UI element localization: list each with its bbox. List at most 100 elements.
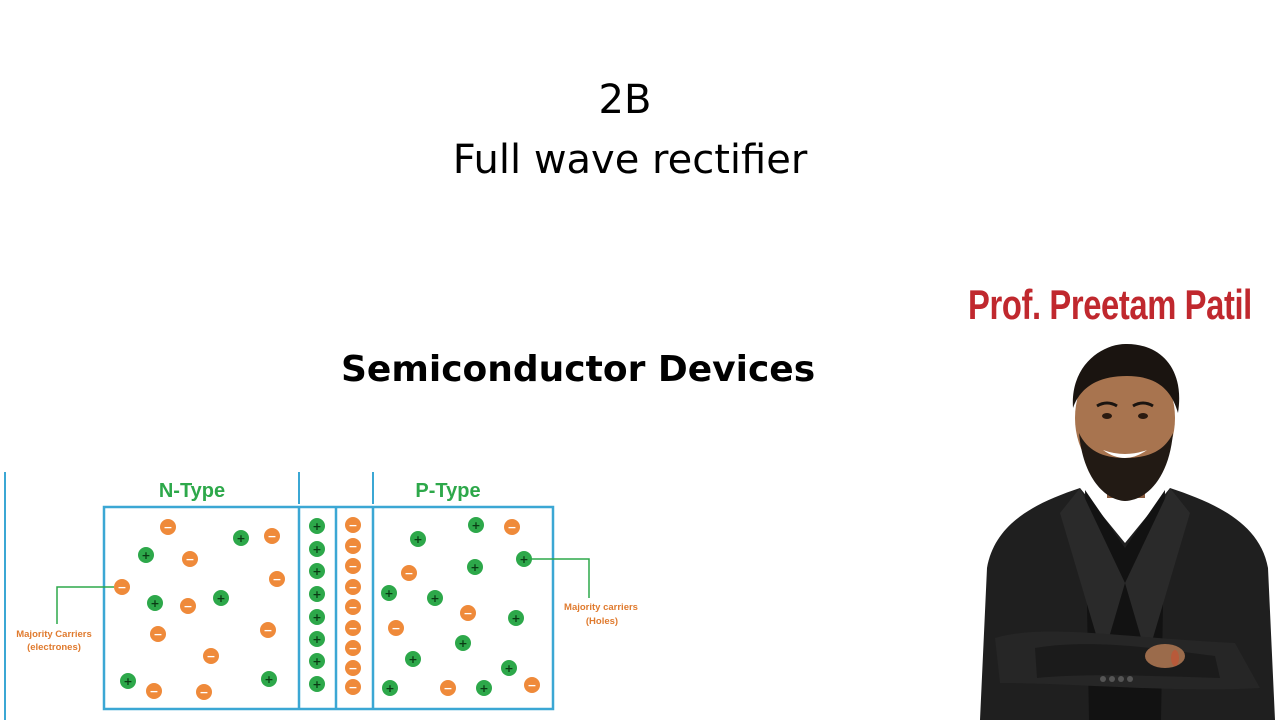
minus-sign: − bbox=[267, 530, 276, 543]
eye-left bbox=[1102, 413, 1112, 419]
eye-right bbox=[1138, 413, 1148, 419]
hole-carrier: + bbox=[309, 609, 325, 625]
plus-sign: + bbox=[470, 561, 479, 574]
sleeve-button bbox=[1118, 676, 1124, 682]
plus-sign: + bbox=[519, 553, 528, 566]
plus-sign: + bbox=[430, 592, 439, 605]
minus-sign: − bbox=[507, 521, 516, 534]
hole-carrier: + bbox=[309, 563, 325, 579]
electron-carrier: − bbox=[182, 551, 198, 567]
minus-sign: − bbox=[348, 519, 357, 532]
electron-carrier: − bbox=[146, 683, 162, 699]
hole-carrier: + bbox=[120, 673, 136, 689]
minus-sign: − bbox=[149, 685, 158, 698]
minus-sign: − bbox=[348, 622, 357, 635]
electron-carrier: − bbox=[345, 579, 361, 595]
lapel-right bbox=[1125, 488, 1190, 658]
plus-sign: + bbox=[458, 637, 467, 650]
hole-carrier: + bbox=[405, 651, 421, 667]
electron-carrier: − bbox=[345, 620, 361, 636]
lecture-title: Full wave rectifier bbox=[452, 137, 808, 183]
semiconductor-box bbox=[102, 505, 555, 711]
subject-heading: Semiconductor Devices bbox=[341, 349, 816, 390]
minus-sign: − bbox=[185, 553, 194, 566]
hole-carrier: + bbox=[476, 680, 492, 696]
plus-sign: + bbox=[413, 533, 422, 546]
hole-carrier: + bbox=[516, 551, 532, 567]
hole-carrier: + bbox=[138, 547, 154, 563]
plus-sign: + bbox=[312, 543, 321, 556]
face bbox=[1075, 354, 1175, 482]
electron-carrier: − bbox=[440, 680, 456, 696]
minus-sign: − bbox=[348, 560, 357, 573]
minus-sign: − bbox=[348, 681, 357, 694]
hole-carrier: + bbox=[147, 595, 163, 611]
n-annotation-leader bbox=[56, 586, 114, 624]
hand bbox=[1145, 644, 1185, 668]
p-type-label: P-Type bbox=[415, 480, 480, 502]
electron-carrier: − bbox=[114, 579, 130, 595]
electron-carrier: − bbox=[260, 622, 276, 638]
hole-carrier: + bbox=[382, 680, 398, 696]
electron-carrier: − bbox=[196, 684, 212, 700]
p-carriers-sublabel: (Holes) bbox=[586, 616, 618, 627]
minus-sign: − bbox=[404, 567, 413, 580]
minus-sign: − bbox=[117, 581, 126, 594]
hole-carrier: + bbox=[455, 635, 471, 651]
hole-carrier: + bbox=[309, 586, 325, 602]
p-annotation-leader bbox=[531, 558, 590, 598]
hole-carrier: + bbox=[309, 518, 325, 534]
lecture-code: 2B bbox=[598, 77, 652, 123]
pn-junction-diagram: N-Type P-Type Majority Carriers (electro… bbox=[4, 472, 638, 720]
electron-carrier: − bbox=[345, 538, 361, 554]
plus-sign: + bbox=[150, 597, 159, 610]
brow-right bbox=[1132, 401, 1154, 408]
plus-sign: + bbox=[312, 678, 321, 691]
hole-carrier: + bbox=[309, 653, 325, 669]
plus-sign: + bbox=[312, 633, 321, 646]
plus-sign: + bbox=[479, 682, 488, 695]
minus-sign: − bbox=[463, 607, 472, 620]
electron-carrier: − bbox=[345, 660, 361, 676]
hole-carrier: + bbox=[410, 531, 426, 547]
minus-sign: − bbox=[163, 521, 172, 534]
electron-carrier: − bbox=[345, 517, 361, 533]
hole-carrier: + bbox=[427, 590, 443, 606]
plus-sign: + bbox=[312, 520, 321, 533]
electron-carrier: − bbox=[345, 640, 361, 656]
electron-carrier: − bbox=[388, 620, 404, 636]
electron-carrier: − bbox=[264, 528, 280, 544]
hole-carrier: + bbox=[309, 676, 325, 692]
electron-carrier: − bbox=[345, 679, 361, 695]
minus-sign: − bbox=[348, 581, 357, 594]
minus-sign: − bbox=[348, 662, 357, 675]
hole-carrier: + bbox=[381, 585, 397, 601]
charge-carriers: −+−+−−−+−+−−−+−−+++++++++−−−−−−−−−+−++−+… bbox=[114, 517, 540, 700]
hole-carrier: + bbox=[467, 559, 483, 575]
hole-carrier: + bbox=[501, 660, 517, 676]
plus-sign: + bbox=[216, 592, 225, 605]
plus-sign: + bbox=[236, 532, 245, 545]
beard bbox=[1079, 433, 1173, 501]
electron-carrier: − bbox=[160, 519, 176, 535]
hole-carrier: + bbox=[261, 671, 277, 687]
plus-sign: + bbox=[312, 611, 321, 624]
minus-sign: − bbox=[183, 600, 192, 613]
minus-sign: − bbox=[272, 573, 281, 586]
sleeve-button bbox=[1127, 676, 1133, 682]
minus-sign: − bbox=[391, 622, 400, 635]
plus-sign: + bbox=[384, 587, 393, 600]
electron-carrier: − bbox=[180, 598, 196, 614]
presenter-name: Prof. Preetam Patil bbox=[968, 281, 1252, 328]
hole-carrier: + bbox=[468, 517, 484, 533]
hole-carrier: + bbox=[233, 530, 249, 546]
electron-carrier: − bbox=[269, 571, 285, 587]
plus-sign: + bbox=[312, 565, 321, 578]
n-carriers-sublabel: (electrones) bbox=[27, 642, 81, 653]
electron-carrier: − bbox=[203, 648, 219, 664]
electron-carrier: − bbox=[401, 565, 417, 581]
hole-carrier: + bbox=[309, 631, 325, 647]
plus-sign: + bbox=[141, 549, 150, 562]
electron-carrier: − bbox=[524, 677, 540, 693]
plus-sign: + bbox=[385, 682, 394, 695]
